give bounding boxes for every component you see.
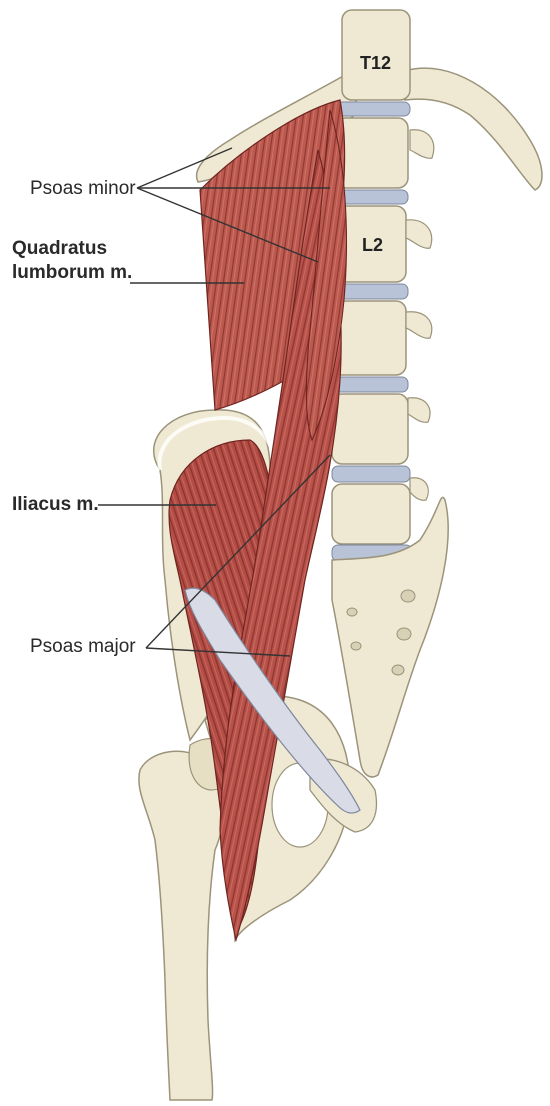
label-iliacus: Iliacus m. [12, 494, 99, 516]
label-psoas-minor: Psoas minor [30, 178, 136, 200]
label-psoas-major: Psoas major [30, 636, 136, 658]
rib-12-right [405, 68, 542, 190]
femur [139, 751, 223, 1100]
label-vertebra-l2: L2 [362, 234, 383, 256]
label-quadratus-line2: lumborum m. [12, 262, 132, 284]
label-quadratus-line1: Quadratus [12, 238, 107, 260]
label-vertebra-t12: T12 [360, 52, 391, 74]
